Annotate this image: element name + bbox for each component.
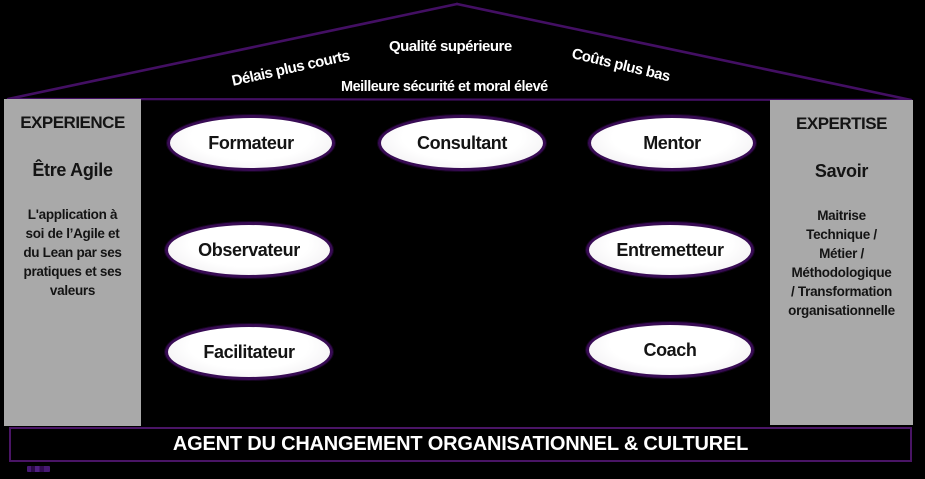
- role-label: Consultant: [417, 132, 507, 153]
- role-ellipse-entremetteur: Entremetteur: [586, 222, 754, 278]
- role-ellipse-mentor: Mentor: [588, 115, 756, 171]
- body-line: Métier /: [819, 246, 864, 261]
- signature-mark: [27, 466, 50, 472]
- body-line: Technique /: [806, 227, 877, 242]
- role-ellipse-observateur: Observateur: [165, 222, 333, 278]
- roof-label-qualite: Qualité supérieure: [389, 38, 512, 55]
- body-line: / Transformation: [791, 284, 892, 299]
- role-label: Coach: [643, 339, 697, 360]
- roof-right-slope: [455, 2, 913, 102]
- pillar-experience-title: EXPERIENCE: [20, 113, 125, 132]
- footer-banner: AGENT DU CHANGEMENT ORGANISATIONNEL & CU…: [9, 427, 912, 462]
- role-label: Formateur: [208, 132, 294, 153]
- role-label: Observateur: [198, 239, 300, 260]
- pillar-expertise-body: Maitrise Technique / Métier / Méthodolog…: [770, 206, 913, 320]
- role-label: Facilitateur: [203, 341, 295, 362]
- roof-left-slope: [6, 2, 459, 101]
- body-line: soi de l’Agile et: [25, 226, 120, 241]
- body-line: Maitrise: [817, 208, 866, 223]
- role-ellipse-consultant: Consultant: [378, 115, 546, 171]
- pillar-expertise-subtitle: Savoir: [814, 161, 869, 181]
- role-ellipse-formateur: Formateur: [167, 115, 335, 171]
- body-line: pratiques et ses: [23, 264, 122, 279]
- pillar-experience-body: L'application à soi de l’Agile et du Lea…: [4, 205, 141, 300]
- pillar-expertise-title: EXPERTISE: [796, 114, 887, 133]
- pillar-experience: EXPERIENCE Être Agile L'application à so…: [4, 99, 141, 426]
- body-line: L'application à: [27, 207, 118, 222]
- body-line: valeurs: [49, 283, 96, 298]
- footer-banner-label: AGENT DU CHANGEMENT ORGANISATIONNEL & CU…: [172, 433, 749, 455]
- role-label: Entremetteur: [616, 239, 724, 260]
- role-label: Mentor: [643, 132, 701, 153]
- role-ellipse-facilitateur: Facilitateur: [165, 324, 333, 380]
- pillar-experience-subtitle: Être Agile: [32, 160, 113, 180]
- role-ellipse-coach: Coach: [586, 322, 754, 378]
- body-line: Méthodologique: [791, 265, 892, 280]
- body-line: organisationnelle: [788, 303, 895, 318]
- roof-base-line: [6, 97, 913, 102]
- pillar-expertise: EXPERTISE Savoir Maitrise Technique / Mé…: [770, 100, 913, 425]
- body-line: du Lean par ses: [23, 245, 122, 260]
- roof-label-securite: Meilleure sécurité et moral élevé: [341, 79, 548, 95]
